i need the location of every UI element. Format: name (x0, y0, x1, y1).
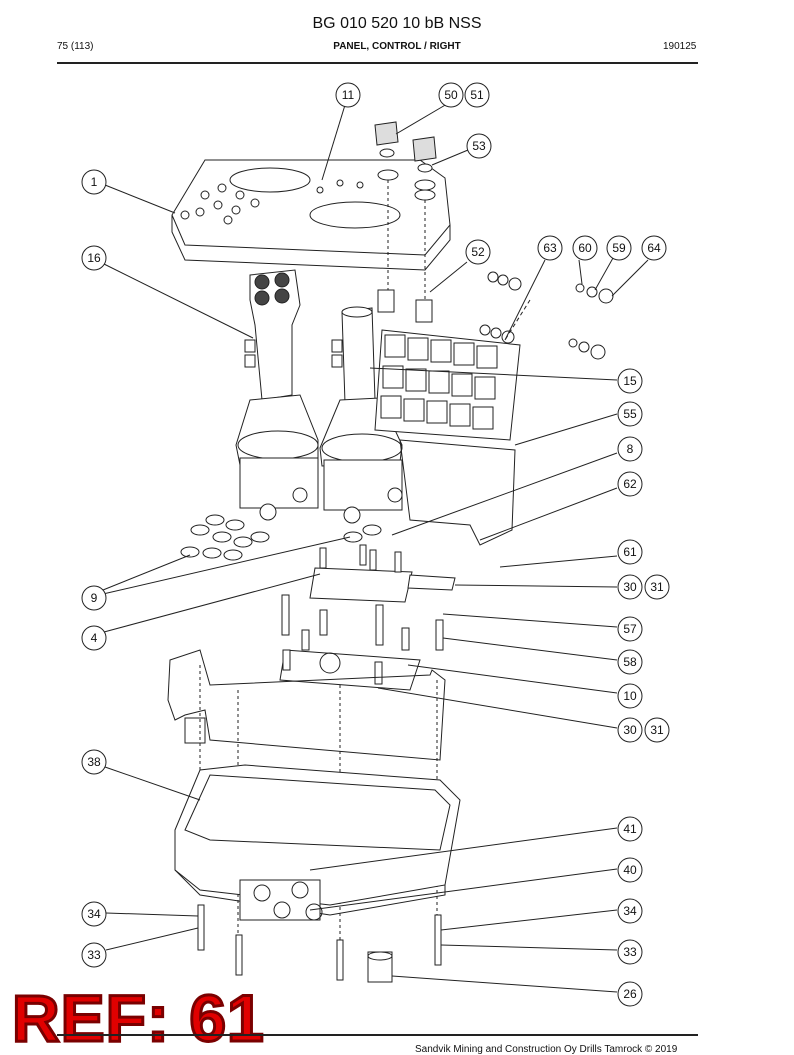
footer-copyright: Sandvik Mining and Construction Oy Drill… (415, 1044, 678, 1055)
reference-stamp: REF: 61 (11, 981, 266, 1055)
callout-55: 55 (623, 407, 637, 421)
callout-60: 60 (578, 241, 592, 255)
callout-57: 57 (623, 622, 637, 636)
pcb-plate (309, 567, 413, 603)
callout-34-right: 34 (623, 904, 637, 918)
callout-30-upper: 30 (623, 580, 637, 594)
document-date: 190125 (663, 41, 697, 52)
callout-63: 63 (543, 241, 557, 255)
callout-62: 62 (623, 477, 637, 491)
section-title: PANEL, CONTROL / RIGHT (333, 41, 461, 52)
joystick-right-grip (341, 307, 376, 404)
cover-plate (171, 159, 451, 256)
callout-51: 51 (470, 88, 484, 102)
callout-9: 9 (91, 591, 98, 605)
connector-panel (239, 879, 321, 921)
knob-left (374, 121, 399, 146)
callout-50: 50 (444, 88, 458, 102)
document-title: BG 010 520 10 bB NSS (312, 15, 482, 32)
callout-1: 1 (91, 175, 98, 189)
cable-gland (367, 951, 393, 983)
callout-53: 53 (472, 139, 486, 153)
bracket (399, 439, 516, 546)
page-number: 75 (113) (57, 41, 94, 52)
callout-41: 41 (623, 822, 637, 836)
callout-64: 64 (647, 241, 661, 255)
callout-40: 40 (623, 863, 637, 877)
callout-4: 4 (91, 631, 98, 645)
footer-rule (57, 1034, 698, 1036)
callout-59: 59 (612, 241, 626, 255)
callout-38: 38 (87, 755, 101, 769)
callout-15: 15 (623, 374, 637, 388)
callout-34-left: 34 (87, 907, 101, 921)
callout-30-lower: 30 (623, 723, 637, 737)
callout-52: 52 (471, 245, 485, 259)
callout-61: 61 (623, 545, 637, 559)
housing-tub (174, 764, 461, 906)
callout-26: 26 (623, 987, 637, 1001)
callout-58: 58 (623, 655, 637, 669)
callout-10: 10 (623, 689, 637, 703)
frame (167, 649, 446, 761)
callout-11: 11 (342, 88, 355, 102)
callout-16: 16 (87, 251, 101, 265)
callout-33-left: 33 (87, 948, 101, 962)
knob-right (412, 136, 437, 162)
callout-33-right: 33 (623, 945, 637, 959)
callout-8: 8 (627, 442, 634, 456)
header-rule (57, 62, 698, 64)
circuit-board (279, 649, 421, 691)
joystick-left-grip (249, 269, 301, 401)
callout-31-lower: 31 (650, 723, 664, 737)
callout-31-upper: 31 (650, 580, 664, 594)
